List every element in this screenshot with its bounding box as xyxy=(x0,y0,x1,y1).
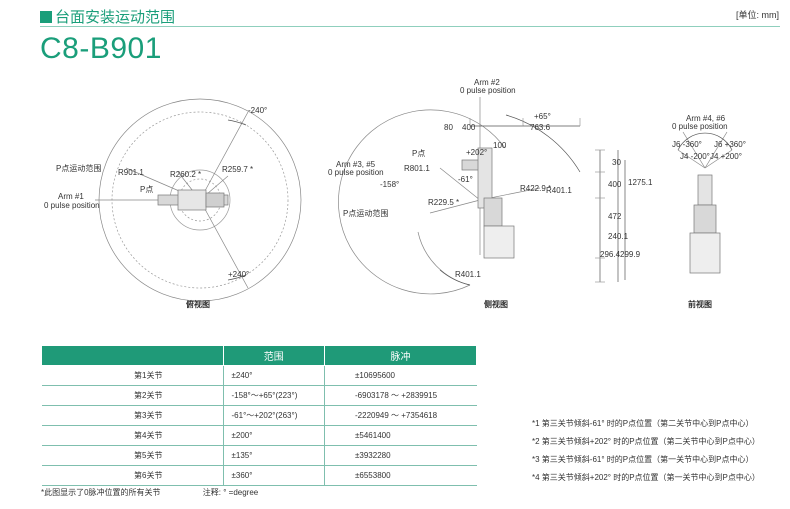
note-item: *2 第三关节倾斜+202° 时的P点位置（第二关节中心到P点中心） xyxy=(532,437,760,446)
side-p-range-label: P点运动范围 xyxy=(343,209,389,218)
side-d100: 100 xyxy=(493,141,507,150)
side-minus158: -158° xyxy=(380,180,400,189)
joint-range-table: 范围 脉冲 第1关节 ±240° ±10695600 第2关节 -158°～+6… xyxy=(41,345,477,486)
side-v472: 472 xyxy=(608,212,622,221)
table-header-range: 范围 xyxy=(222,345,325,366)
table-row: 第1关节 ±240° ±10695600 xyxy=(41,365,477,386)
front-arm46: Arm #4, #6 xyxy=(686,114,726,123)
side-r4011b: R401.1 xyxy=(455,270,481,279)
note-item: *1 第三关节倾斜-61° 时的P点位置（第二关节中心到P点中心） xyxy=(532,419,754,428)
footnote: *此图显示了0脉冲位置的所有关节 注释: ° =degree xyxy=(41,487,258,498)
front-j4n: J4 -200° xyxy=(680,152,710,161)
footnote-text: *此图显示了0脉冲位置的所有关节 xyxy=(41,488,161,497)
section-header: 台面安装运动范围 xyxy=(40,6,175,27)
front-view-label: 前视图 xyxy=(688,300,712,309)
table-row: 第2关节 -158°～+65°(223°) -6903178 ～ +283991… xyxy=(41,385,477,406)
top-arm1-pos: 0 pulse position xyxy=(44,201,100,210)
joint-pulse: ±5461400 xyxy=(324,425,477,446)
notes-list: *1 第三关节倾斜-61° 时的P点位置（第二关节中心到P点中心） *2 第三关… xyxy=(532,415,760,487)
top-p-range-label: P点运动范围 xyxy=(56,164,102,173)
joint-name: 第2关节 xyxy=(41,385,224,406)
side-v400: 400 xyxy=(608,180,622,189)
top-angle-pos: +240° xyxy=(228,270,250,279)
joint-name: 第3关节 xyxy=(41,405,224,426)
table-row: 第3关节 -61°～+202°(263°) -2220949 ～ +735461… xyxy=(41,405,477,426)
top-angle-neg: -240° xyxy=(248,106,268,115)
side-d400: 400 xyxy=(462,123,476,132)
table-row: 第4关节 ±200° ±5461400 xyxy=(41,425,477,446)
side-v2999: 299.9 xyxy=(620,250,641,259)
table-row: 第6关节 ±360° ±6553800 xyxy=(41,465,477,486)
joint-range: ±240° xyxy=(223,365,325,386)
model-name: C8-B901 xyxy=(40,32,162,65)
joint-range: ±135° xyxy=(223,445,325,466)
top-r-outer: R901.1 xyxy=(118,168,144,177)
side-v2401: 240.1 xyxy=(608,232,629,241)
joint-range: ±200° xyxy=(223,425,325,446)
front-j4p: J4 +200° xyxy=(710,152,742,161)
section-title: 台面安装运动范围 xyxy=(55,9,176,26)
joint-pulse: ±6553800 xyxy=(324,465,477,486)
table-row: 第5关节 ±135° ±3932280 xyxy=(41,445,477,466)
joint-name: 第4关节 xyxy=(41,425,224,446)
top-arm1: Arm #1 xyxy=(58,192,84,201)
top-r1: R260.2 * xyxy=(170,170,202,179)
side-v30: 30 xyxy=(612,158,621,167)
side-arm2-pos: 0 pulse position xyxy=(460,86,516,95)
side-d80: 80 xyxy=(444,123,453,132)
side-r4011: R401.1 xyxy=(546,186,572,195)
side-plus65: +65° xyxy=(534,112,551,121)
side-view-drawing xyxy=(338,97,626,295)
joint-range: ±360° xyxy=(223,465,325,486)
joint-pulse: ±3932280 xyxy=(324,445,477,466)
top-view-label: 俯视图 xyxy=(186,300,210,309)
bullet-square-icon xyxy=(40,10,52,23)
joint-pulse: -6903178 ～ +2839915 xyxy=(324,385,477,406)
note-item: *3 第三关节倾斜-61° 时的P点位置（第一关节中心到P点中心） xyxy=(532,455,754,464)
joint-name: 第5关节 xyxy=(41,445,224,466)
front-j6n: J6 -360° xyxy=(672,140,702,149)
front-arm46-pos: 0 pulse position xyxy=(672,122,728,131)
front-j6p: J6 +360° xyxy=(714,140,746,149)
side-arm35-pos: 0 pulse position xyxy=(328,168,384,177)
joint-name: 第6关节 xyxy=(41,465,224,486)
table-header-row: 范围 脉冲 xyxy=(41,345,477,366)
joint-name: 第1关节 xyxy=(41,365,224,386)
top-p-label: P点 xyxy=(140,185,154,194)
side-arm35: Arm #3, #5 xyxy=(336,160,376,169)
side-minus61: -61° xyxy=(458,175,473,184)
note-item: *4 第三关节倾斜+202° 时的P点位置（第一关节中心到P点中心） xyxy=(532,473,760,482)
side-r4229: R422.9 * xyxy=(520,184,552,193)
side-v12751: 1275.1 xyxy=(628,178,653,187)
table-header-pulse: 脉冲 xyxy=(324,345,477,366)
side-arm2: Arm #2 xyxy=(474,78,500,87)
footnote-note: 注释: ° =degree xyxy=(202,488,259,497)
side-r8011: R801.1 xyxy=(404,164,430,173)
top-r2: R259.7 * xyxy=(222,165,254,174)
joint-range: -158°～+65°(223°) xyxy=(223,385,325,406)
side-view-label: 侧视图 xyxy=(484,300,508,309)
joint-pulse: ±10695600 xyxy=(324,365,477,386)
side-r2295: R229.5 * xyxy=(428,198,460,207)
joint-range: -61°～+202°(263°) xyxy=(223,405,325,426)
table-header-blank xyxy=(41,345,224,366)
front-view-drawing xyxy=(677,131,733,274)
top-view-drawing xyxy=(95,98,302,302)
side-v2964: 296.4 xyxy=(600,250,621,259)
header-divider xyxy=(40,26,780,27)
side-p-label: P点 xyxy=(412,149,426,158)
unit-label: [单位: mm] xyxy=(736,10,779,20)
joint-pulse: -2220949 ～ +7354618 xyxy=(324,405,477,426)
side-d7636: 763.6 xyxy=(530,123,551,132)
side-plus202: +202° xyxy=(466,148,488,157)
